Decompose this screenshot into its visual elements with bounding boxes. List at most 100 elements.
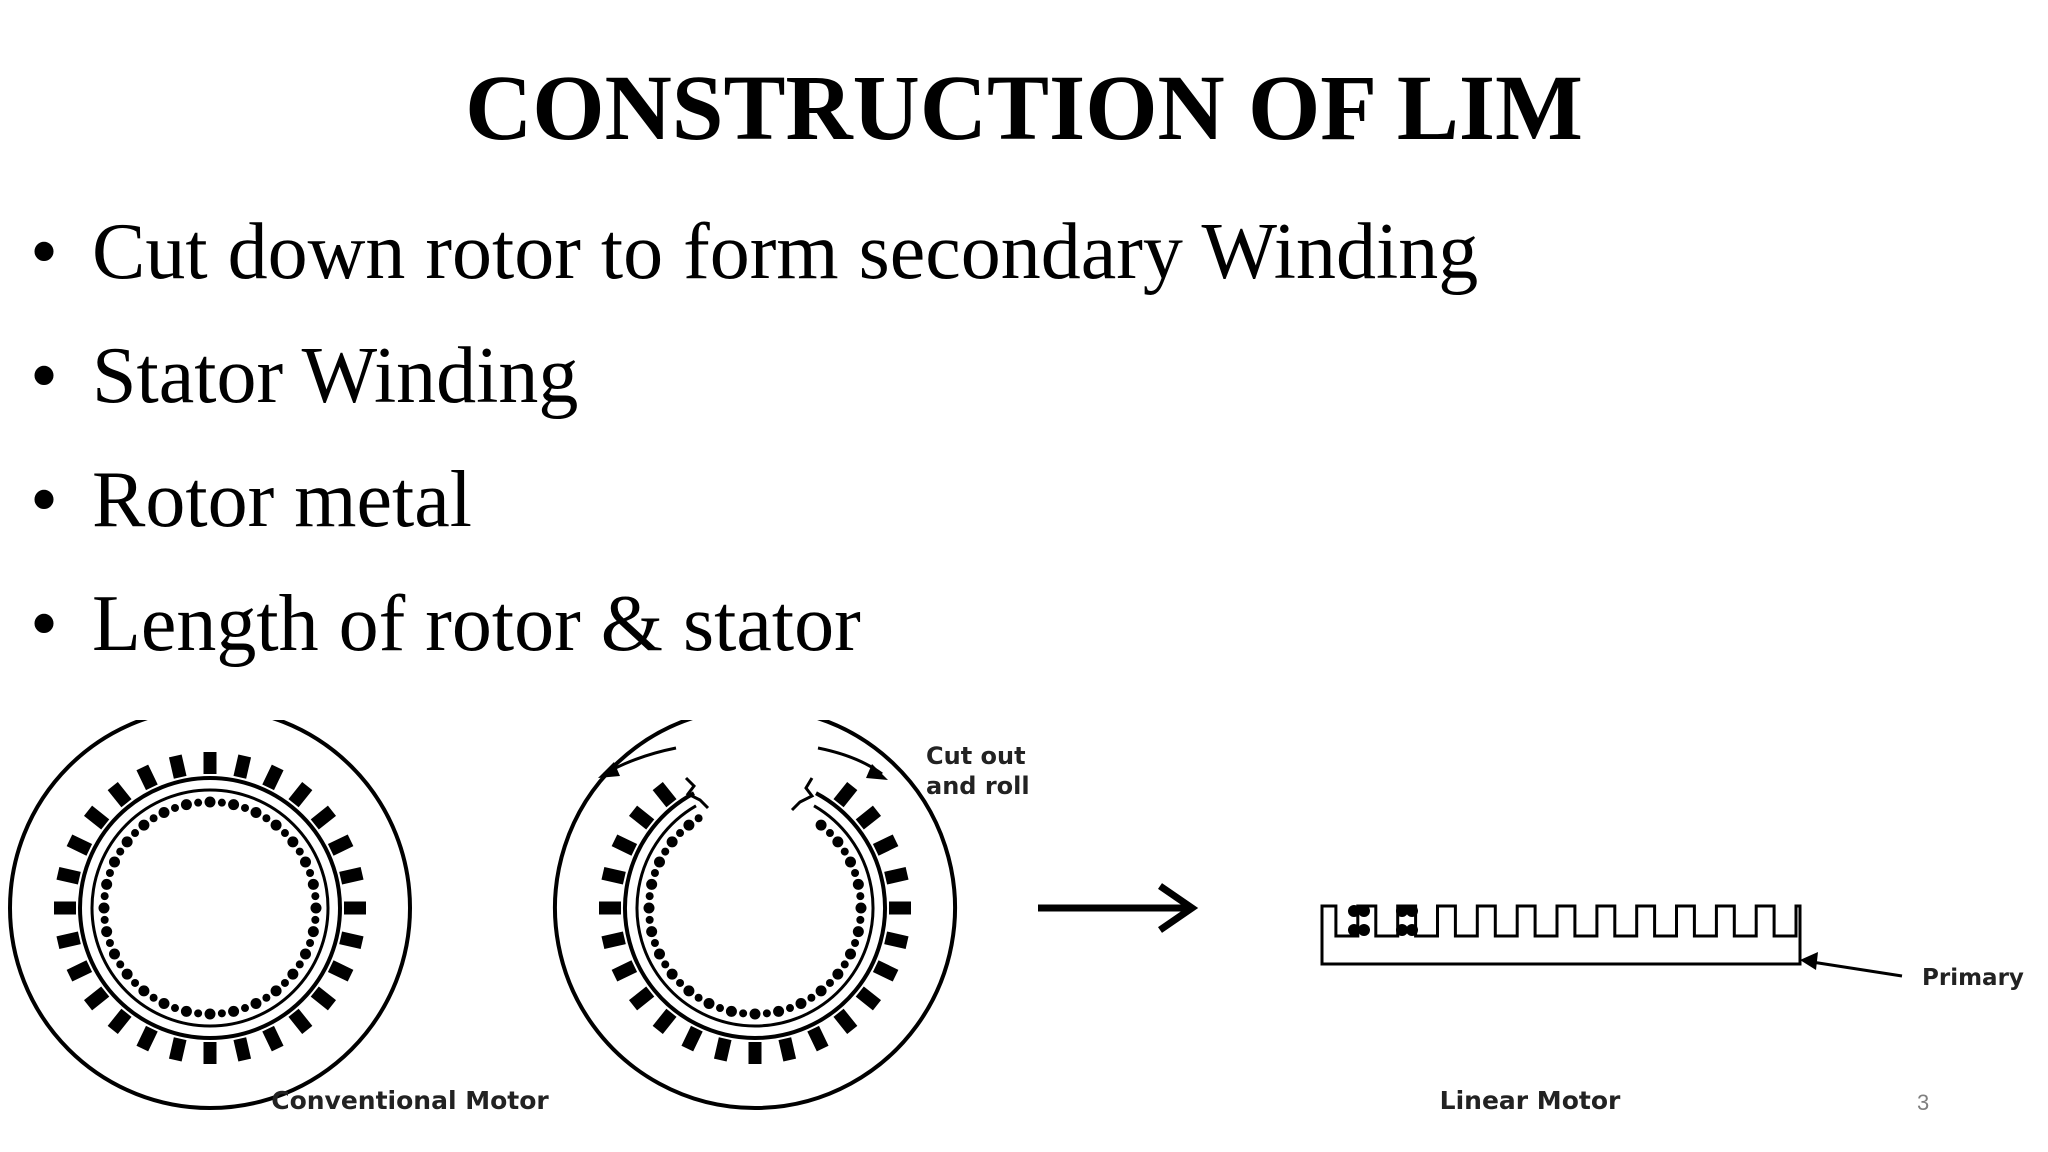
rotor-conductor <box>676 829 685 838</box>
rotor-conductor <box>131 978 140 987</box>
rotor-conductor <box>170 803 179 812</box>
stator-slot <box>168 754 187 779</box>
rotor-conductor <box>725 1005 737 1017</box>
rotor-conductor <box>856 915 865 924</box>
rotor-conductor <box>646 926 658 938</box>
stator-slot <box>611 834 638 856</box>
conventional-stator-bore <box>78 776 342 1040</box>
stator-slot <box>778 1037 797 1062</box>
stator-slot <box>344 901 366 915</box>
stator-slot <box>310 986 337 1011</box>
rotor-conductor <box>280 829 289 838</box>
rotor-conductor <box>300 856 312 868</box>
rotor-conductor <box>307 878 319 890</box>
cut-edge-right <box>790 777 815 812</box>
bullet-text: Stator Winding <box>92 332 579 420</box>
rotor-conductor <box>703 998 715 1010</box>
stator-slot <box>56 931 81 950</box>
rotor-conductor <box>683 985 695 997</box>
stator-slot <box>599 901 621 915</box>
cut-edge-left <box>684 776 710 810</box>
conventional-rotor-outline <box>90 788 330 1028</box>
stator-slot <box>203 752 217 774</box>
rotor-conductor <box>180 1005 192 1017</box>
rotor-conductor <box>116 960 125 969</box>
slide-title: CONSTRUCTION OF LIM <box>465 57 1583 160</box>
primary-pointer-arrowhead-icon <box>1800 952 1818 970</box>
cut-rotor-conductors <box>643 814 867 1020</box>
stator-slot <box>168 1037 187 1062</box>
rotor-conductor <box>786 1004 795 1013</box>
rotor-conductor <box>295 960 304 969</box>
rotor-conductor <box>832 968 844 980</box>
bullet-text: Rotor metal <box>92 456 472 544</box>
stator-slot <box>833 1008 858 1035</box>
cut-stator-outline <box>553 720 957 1111</box>
linear-motor-primary <box>1320 904 1802 966</box>
stator-slot <box>872 960 899 982</box>
rotor-conductor <box>105 868 114 877</box>
rotor-conductor <box>149 814 158 823</box>
rotor-conductor <box>228 1005 240 1017</box>
linear-motor-label: Linear Motor <box>1440 1086 1621 1115</box>
stator-slot <box>107 781 132 808</box>
rotor-conductor <box>646 878 658 890</box>
rotor-conductor <box>194 798 203 807</box>
rotor-conductor <box>250 806 262 818</box>
lim-construction-diagram: Cut out and roll Primary <box>8 720 2024 1115</box>
rotor-conductor <box>307 926 319 938</box>
stator-slot <box>855 805 882 830</box>
rotor-conductor <box>643 902 655 914</box>
stator-slot <box>136 764 158 791</box>
stator-slot <box>652 781 677 808</box>
rotor-conductor <box>650 868 659 877</box>
rotor-conductor <box>306 939 315 948</box>
rotor-conductor <box>262 993 271 1002</box>
rotor-conductor <box>694 993 703 1002</box>
rotor-conductor <box>204 796 216 808</box>
stator-slot <box>884 866 909 885</box>
conventional-motor <box>8 720 412 1110</box>
bullet-text: Length of rotor & stator <box>92 580 861 668</box>
stator-slot <box>628 986 655 1011</box>
rotor-conductor <box>661 960 670 969</box>
bullet-item: •Length of rotor & stator <box>30 572 1478 696</box>
rotor-conductor <box>241 803 250 812</box>
rotor-conductor <box>228 799 240 811</box>
rotor-conductor <box>749 1008 761 1020</box>
stator-slot <box>54 901 76 915</box>
rotor-conductor <box>739 1009 748 1018</box>
primary-pointer-line <box>1811 960 1903 978</box>
conventional-rotor-conductors <box>98 796 322 1020</box>
rotor-conductor <box>840 960 849 969</box>
rotor-conductor <box>105 939 114 948</box>
rotor-conductor <box>270 985 282 997</box>
stator-slot <box>339 866 364 885</box>
rotor-conductor <box>851 868 860 877</box>
rotor-conductor <box>138 819 150 831</box>
rotor-conductor <box>666 836 678 848</box>
stator-slot <box>327 960 354 982</box>
rotor-conductor <box>845 856 857 868</box>
rotor-conductor <box>855 902 867 914</box>
stator-slot <box>889 901 911 915</box>
stator-slot <box>833 781 858 808</box>
cut-motor: Cut out and roll <box>553 720 1030 1111</box>
cut-out-label-line2: and roll <box>926 772 1030 800</box>
stator-slot <box>56 866 81 885</box>
stator-slot <box>288 1008 313 1035</box>
rotor-conductor <box>306 868 315 877</box>
bullet-item: •Cut down rotor to form secondary Windin… <box>30 200 1478 324</box>
rotor-conductor <box>845 948 857 960</box>
stator-slot <box>233 754 252 779</box>
rotor-conductor <box>287 968 299 980</box>
page-number: 3 <box>1917 1090 1930 1115</box>
rotor-conductor <box>653 856 665 868</box>
bullet-list: •Cut down rotor to form secondary Windin… <box>30 200 1478 696</box>
rotor-conductor <box>108 856 120 868</box>
rotor-conductor <box>650 939 659 948</box>
rotor-conductor <box>158 998 170 1010</box>
rotor-conductor <box>807 993 816 1002</box>
rotor-conductor <box>138 985 150 997</box>
